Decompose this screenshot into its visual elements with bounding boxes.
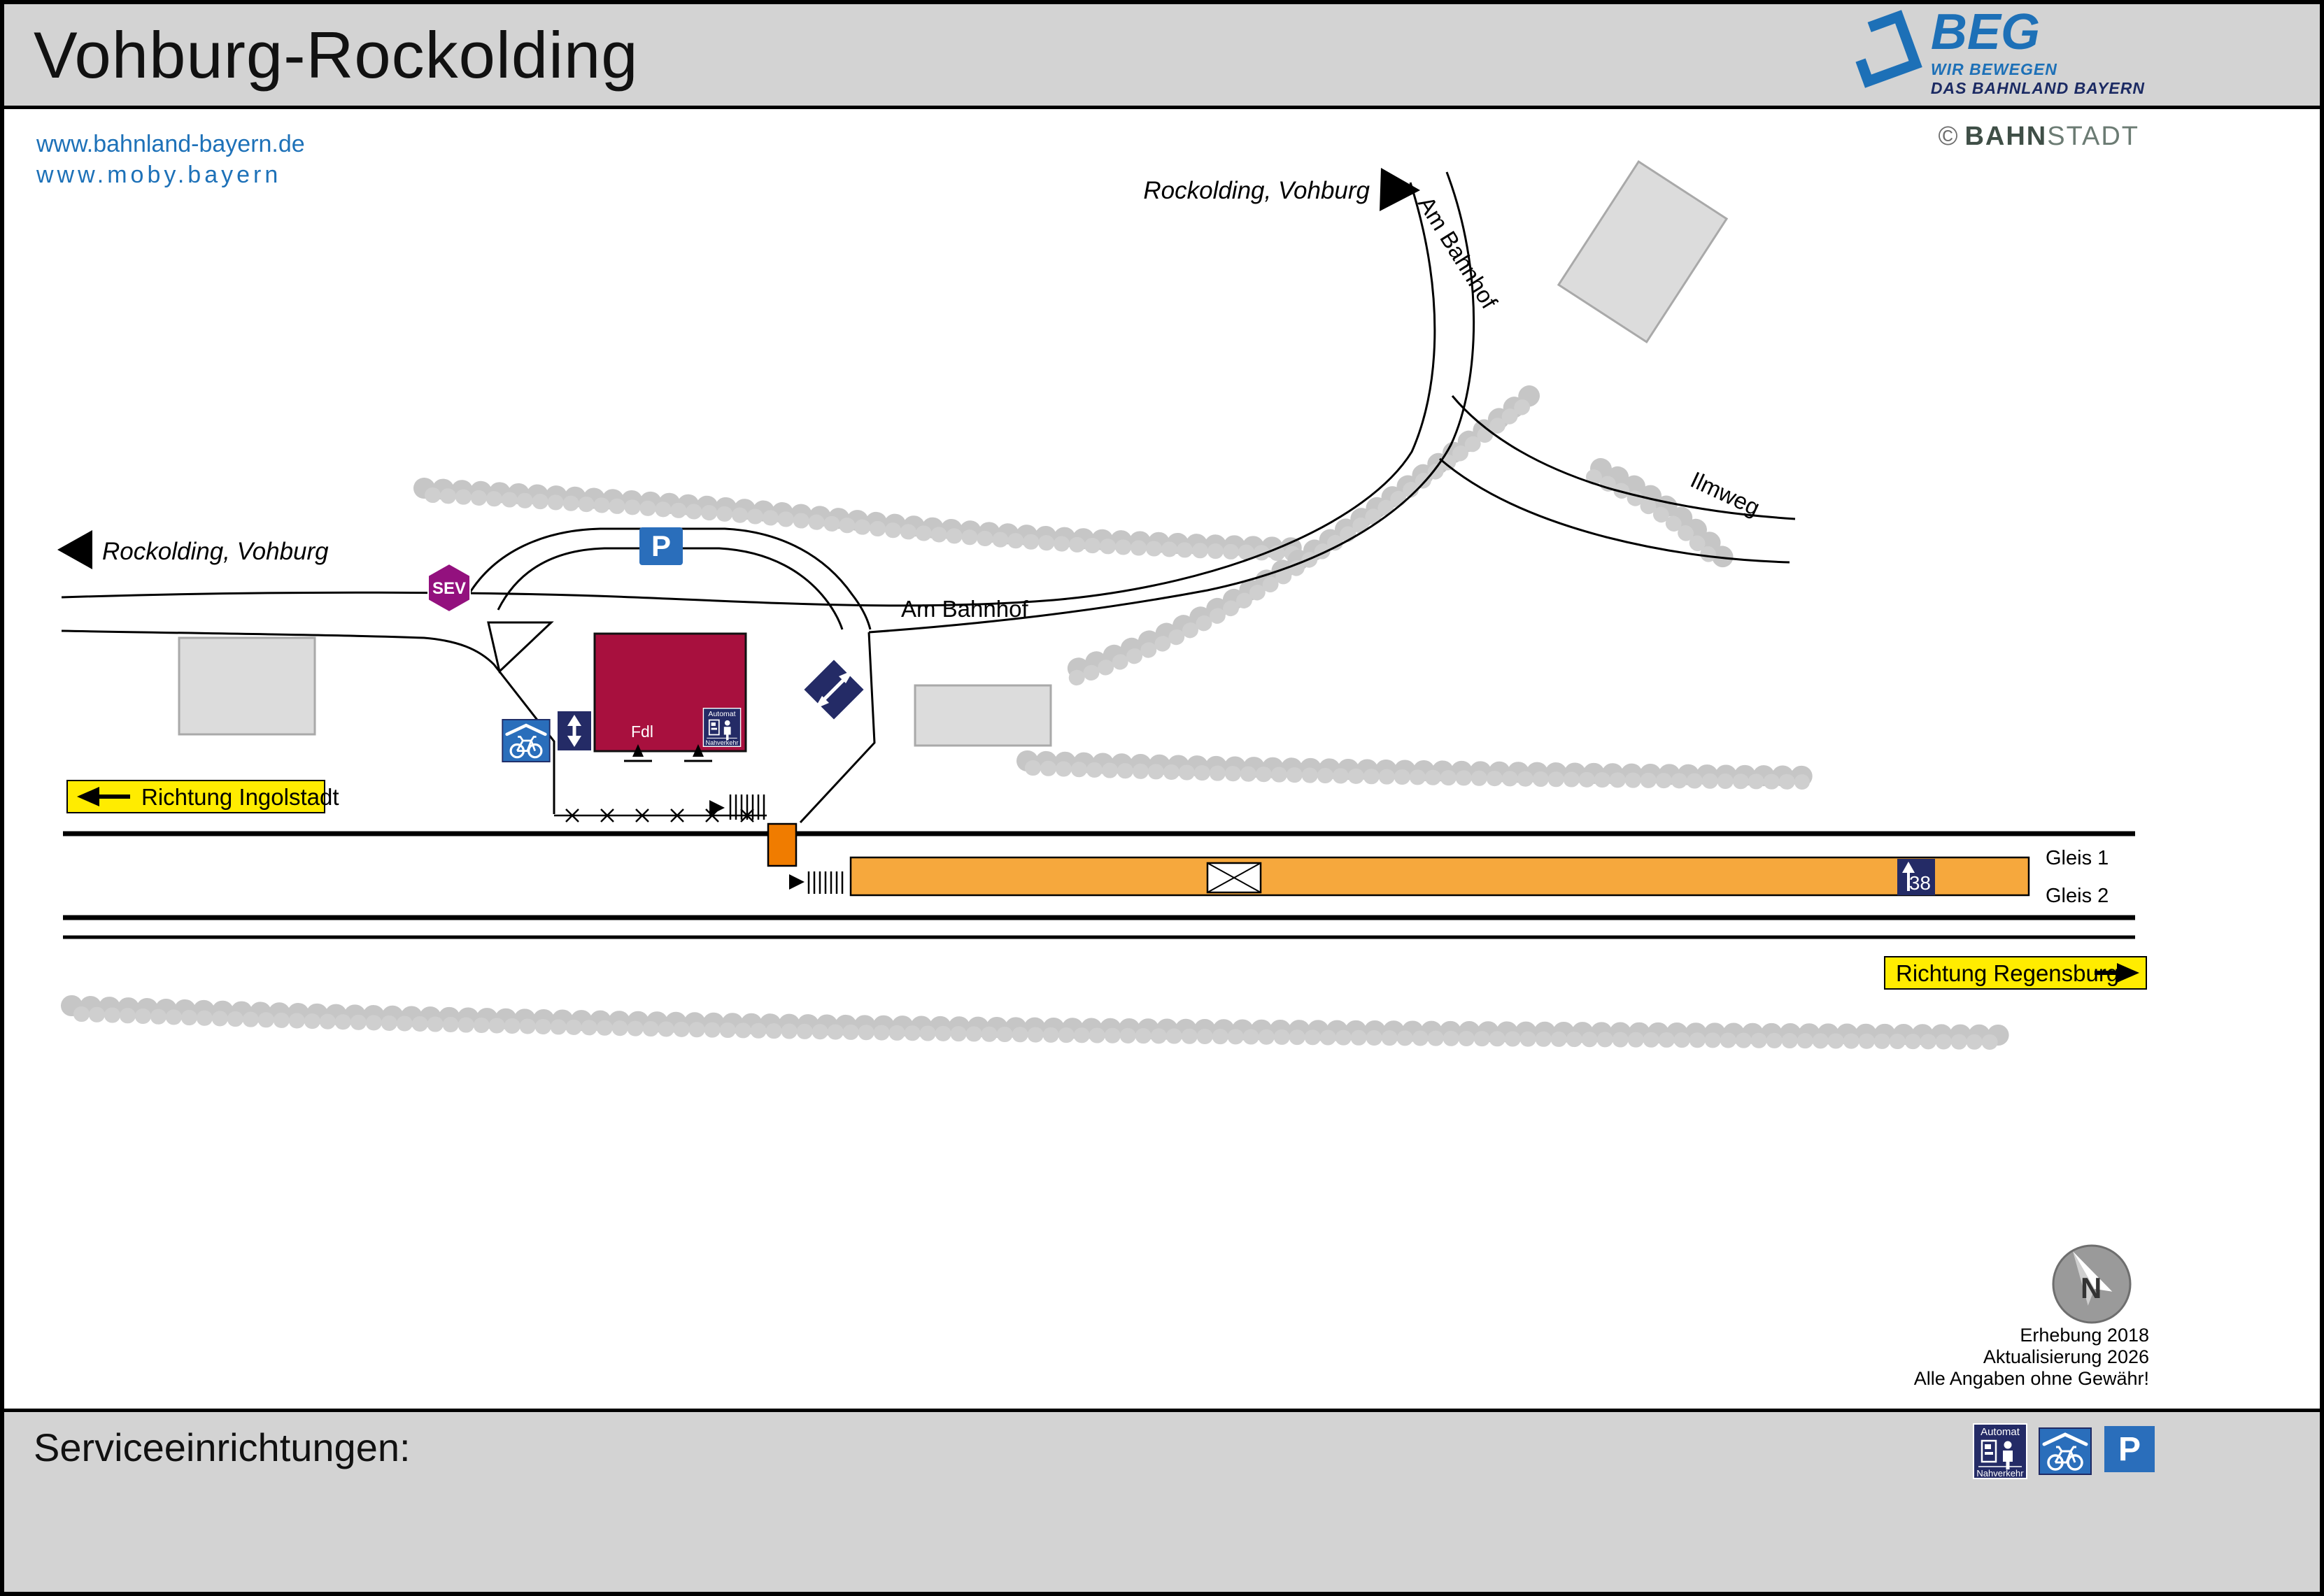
traffic-island	[487, 621, 554, 674]
railway-tracks	[63, 831, 2135, 939]
bike-parking-icon	[502, 720, 549, 762]
bahnstadt-light: STADT	[2047, 122, 2139, 151]
footer-bar: Serviceeinrichtungen: P	[4, 1409, 2320, 1592]
access-diagonal-icon	[802, 657, 866, 722]
gleis2-label: Gleis 2	[2046, 885, 2109, 907]
shelter-icon	[1206, 862, 1262, 894]
footer-parking-icon: P	[2104, 1426, 2155, 1472]
footer-parking-letter: P	[2118, 1430, 2141, 1468]
richtung-regensburg-label: Richtung Regensburg	[1896, 960, 2119, 986]
website-links: www.bahnland-bayern.de www.moby.bayern	[36, 129, 305, 190]
building-west	[178, 636, 316, 736]
platform: 38	[849, 856, 2030, 897]
beg-logo-icon	[1844, 10, 1922, 88]
station-building-label: Fdl	[631, 722, 653, 741]
road-ilmweg-south-edge	[1439, 457, 1790, 564]
forecourt-east-edge	[799, 632, 876, 824]
road-ilmweg-north-edge	[1451, 395, 1796, 520]
entrance-markers	[624, 744, 712, 762]
arrow-right-icon	[2117, 963, 2139, 983]
link-bahnland-bayern[interactable]: www.bahnland-bayern.de	[36, 131, 305, 157]
platform-height-value: 38	[1909, 872, 1931, 894]
sign-richtung-ingolstadt: Richtung Ingolstadt	[66, 780, 339, 813]
sign-richtung-regensburg: Richtung Regensburg	[1884, 956, 2147, 990]
compass-north-label: N	[2081, 1271, 2102, 1304]
fence	[554, 808, 767, 822]
stairs-upper	[709, 795, 765, 820]
road-am-bahnhof-south-edge	[61, 629, 555, 814]
direction-top-label: Rockolding, Vohburg	[1143, 177, 1370, 204]
street-am-bahnhof: Am Bahnhof	[901, 596, 1028, 622]
footer-bike-parking-icon	[2039, 1427, 2092, 1475]
footer-title: Serviceeinrichtungen:	[34, 1425, 411, 1469]
beg-claim-2: DAS BAHNLAND BAYERN	[1930, 79, 2145, 97]
buildings: Fdl	[178, 160, 1729, 753]
parking-loop-inner-edge	[497, 547, 844, 630]
platform-surface	[849, 856, 2030, 897]
road-am-bahnhof-southeast-edge	[868, 171, 1475, 634]
arrow-left-icon	[77, 787, 99, 806]
note-survey: Erhebung 2018	[2020, 1325, 2149, 1346]
note-disclaimer: Alle Angaben ohne Gewähr!	[1913, 1368, 2149, 1389]
vegetation	[61, 385, 2010, 1050]
header-bar: Vohburg-Rockolding BEG WIR BEWEGEN DAS B…	[4, 4, 2320, 109]
platform-height-icon: 38	[1897, 859, 1935, 895]
direction-left-arrow-icon	[57, 530, 92, 569]
stairs-lower	[789, 871, 844, 894]
station-map: Automat Nahverkehr	[57, 160, 2147, 1324]
compass: N	[2052, 1244, 2132, 1324]
link-moby-bayern[interactable]: www.moby.bayern	[36, 162, 282, 188]
building-northeast	[1557, 160, 1729, 343]
beg-wordmark: BEG	[1930, 4, 2040, 60]
copyright-icon: ©	[1938, 122, 1960, 151]
note-update: Aktualisierung 2026	[1983, 1346, 2149, 1367]
parking-loop-outer-edge	[467, 527, 872, 630]
direction-top-arrow-icon	[1380, 168, 1420, 211]
parking-letter: P	[651, 529, 671, 562]
beg-claim-1: WIR BEWEGEN	[1930, 60, 2057, 78]
track-crossing	[767, 822, 798, 867]
direction-left-label: Rockolding, Vohburg	[102, 538, 329, 565]
richtung-ingolstadt-label: Richtung Ingolstadt	[141, 784, 339, 810]
ticket-machine-map-icon	[702, 708, 742, 747]
footer-ticket-machine-icon	[1973, 1423, 2027, 1479]
map-notes: Erhebung 2018 Aktualisierung 2026 Alle A…	[1914, 1325, 2149, 1390]
bahnstadt-credit: ©BAHNSTADT	[1938, 122, 2139, 152]
sev-stop: SEV	[427, 562, 471, 613]
bahnstadt-bold: BAHN	[1964, 122, 2048, 151]
beg-logo: BEG WIR BEWEGEN DAS BAHNLAND BAYERN	[1843, 7, 2145, 98]
gleis1-label: Gleis 1	[2046, 847, 2109, 869]
access-updown-icon	[556, 710, 593, 752]
map-labels: Rockolding, Vohburg Rockolding, Vohburg …	[57, 168, 2109, 907]
parking-icon: P	[639, 527, 683, 565]
building-east	[914, 684, 1052, 747]
sev-label: SEV	[432, 579, 466, 598]
page-title: Vohburg-Rockolding	[34, 17, 639, 92]
